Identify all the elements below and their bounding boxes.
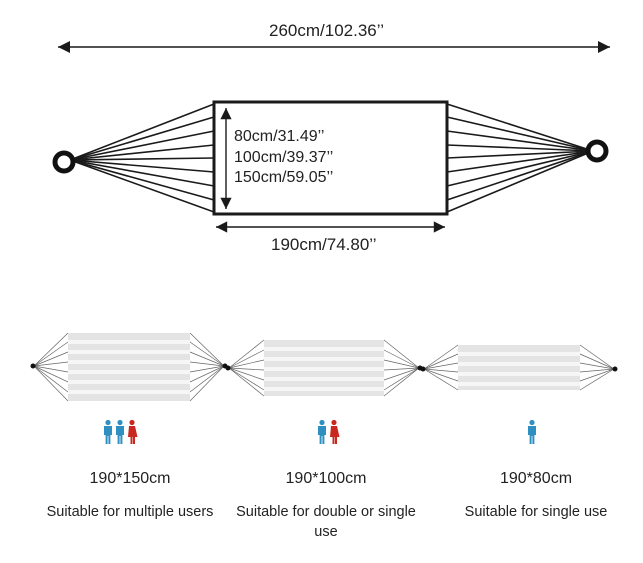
variant-size: 190*100cm xyxy=(285,470,367,487)
left-cords xyxy=(69,103,215,213)
variant-description: Suitable for multiple users xyxy=(46,504,214,520)
variant-80: 190*80cm Suitable for single use xyxy=(450,470,622,522)
width-label-100: 100cm/39.37’’ xyxy=(234,148,334,166)
variant-description: Suitable for double or single use xyxy=(236,504,416,540)
person-male-icon xyxy=(116,419,124,444)
person-male-icon xyxy=(104,419,112,444)
width-label-150: 150cm/59.05’’ xyxy=(234,169,334,186)
left-ring-icon xyxy=(52,150,76,174)
hammock-100 xyxy=(225,339,423,397)
width-label-80: 80cm/31.49’’ xyxy=(234,128,325,145)
variant-100: 190*100cm Suitable for double or single … xyxy=(236,470,416,542)
variant-description: Suitable for single use xyxy=(464,504,608,520)
bed-length-label: 190cm/74.80’’ xyxy=(271,235,377,254)
person-female-icon xyxy=(128,419,138,444)
right-ring-icon xyxy=(585,139,609,163)
hammock-150 xyxy=(30,332,228,402)
hammock-80 xyxy=(420,344,618,391)
person-male-icon xyxy=(528,419,536,444)
total-length-label: 260cm/102.36’’ xyxy=(269,21,384,40)
person-female-icon xyxy=(330,419,340,444)
variant-size: 190*150cm xyxy=(89,470,171,487)
variant-size: 190*80cm xyxy=(499,470,573,487)
person-male-icon xyxy=(318,419,326,444)
right-cords xyxy=(446,103,594,213)
variant-150: 190*150cm Suitable for multiple users xyxy=(22,470,238,522)
width-labels: 80cm/31.49’’ 100cm/39.37’’ 150cm/59.05’’ xyxy=(234,127,333,189)
